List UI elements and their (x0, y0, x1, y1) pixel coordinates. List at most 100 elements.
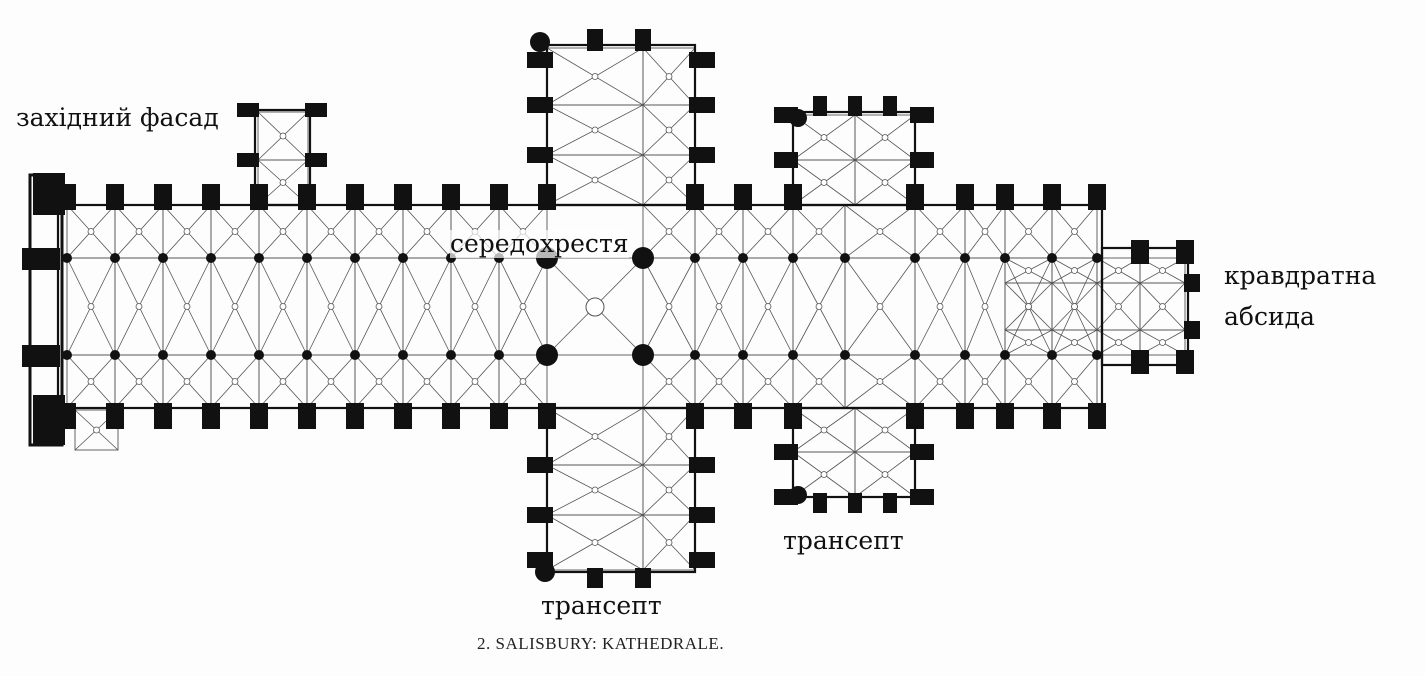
stair-turret (530, 32, 550, 52)
boss (820, 179, 828, 186)
buttress (587, 568, 603, 588)
west-buttress (22, 345, 60, 367)
pier (738, 350, 748, 360)
buttress (689, 552, 715, 568)
buttress (237, 103, 259, 117)
boss (1071, 339, 1078, 346)
buttress (527, 457, 553, 473)
boss (665, 433, 673, 440)
wall-outline (545, 43, 697, 207)
boss (665, 303, 673, 310)
boss (715, 228, 723, 235)
buttress (689, 97, 715, 113)
buttress (635, 568, 651, 588)
buttress (689, 457, 715, 473)
pier (62, 253, 72, 263)
boss (665, 126, 673, 134)
buttress (394, 184, 412, 210)
vault-bay (546, 257, 644, 356)
pier (110, 350, 120, 360)
pier (1000, 350, 1010, 360)
boss (876, 228, 884, 235)
label-square-apse-line1: кравдратна (1224, 261, 1377, 290)
pier (62, 350, 72, 360)
buttress (305, 153, 327, 167)
buttress (774, 152, 798, 168)
buttress (883, 96, 897, 116)
buttress (527, 507, 553, 523)
buttress (154, 184, 172, 210)
stair-turret (535, 562, 555, 582)
boss (1071, 267, 1078, 274)
buttress (202, 403, 220, 429)
label-west-facade: західний фасад (16, 103, 219, 132)
label-square-apse-line2: абсида (1224, 302, 1315, 331)
boss (881, 426, 889, 434)
pier (690, 350, 700, 360)
buttress (848, 493, 862, 513)
buttress (394, 403, 412, 429)
boss (1159, 303, 1166, 310)
buttress (442, 403, 460, 429)
boss (327, 303, 335, 310)
buttress (250, 403, 268, 429)
boss (1115, 339, 1122, 346)
pier (840, 350, 850, 360)
boss (665, 486, 673, 494)
buttress (813, 493, 827, 513)
stair-turret (33, 173, 65, 215)
boss (936, 378, 944, 385)
boss (135, 228, 143, 235)
pier (632, 247, 654, 269)
boss (231, 228, 239, 235)
pier (788, 253, 798, 263)
pier (254, 350, 264, 360)
vault-bay (74, 409, 119, 451)
boss (981, 303, 989, 310)
boss (1025, 339, 1032, 346)
boss (327, 228, 335, 235)
buttress (956, 184, 974, 210)
boss (876, 378, 884, 385)
pier (446, 350, 456, 360)
label-crossing: середохрестя (450, 229, 629, 258)
pier (350, 350, 360, 360)
pier (960, 253, 970, 263)
boss (665, 539, 673, 546)
wall-outline (545, 406, 697, 574)
buttress (1176, 350, 1194, 374)
boss (375, 228, 383, 235)
boss (279, 132, 287, 140)
pier (1000, 253, 1010, 263)
boss (820, 134, 828, 141)
boss (87, 303, 95, 310)
pier (206, 253, 216, 263)
boss (815, 303, 823, 310)
boss (1025, 378, 1032, 385)
buttress (734, 403, 752, 429)
buttress (774, 444, 798, 460)
buttress (734, 184, 752, 210)
buttress (784, 184, 802, 210)
boss (279, 378, 287, 385)
boss (1115, 267, 1122, 274)
boss (981, 228, 989, 235)
pier (494, 350, 504, 360)
piers (22, 29, 1200, 588)
buttress (906, 403, 924, 429)
boss (665, 73, 673, 80)
boss (471, 378, 479, 385)
buttress (106, 403, 124, 429)
boss (764, 378, 772, 385)
boss (87, 228, 95, 235)
buttress (906, 184, 924, 210)
buttress (587, 29, 603, 51)
boss (820, 426, 828, 434)
boss (1159, 267, 1166, 274)
stair-turret (33, 395, 65, 445)
vault-ribs (66, 47, 1186, 571)
buttress (250, 184, 268, 210)
buttress (490, 184, 508, 210)
boss (936, 303, 944, 310)
